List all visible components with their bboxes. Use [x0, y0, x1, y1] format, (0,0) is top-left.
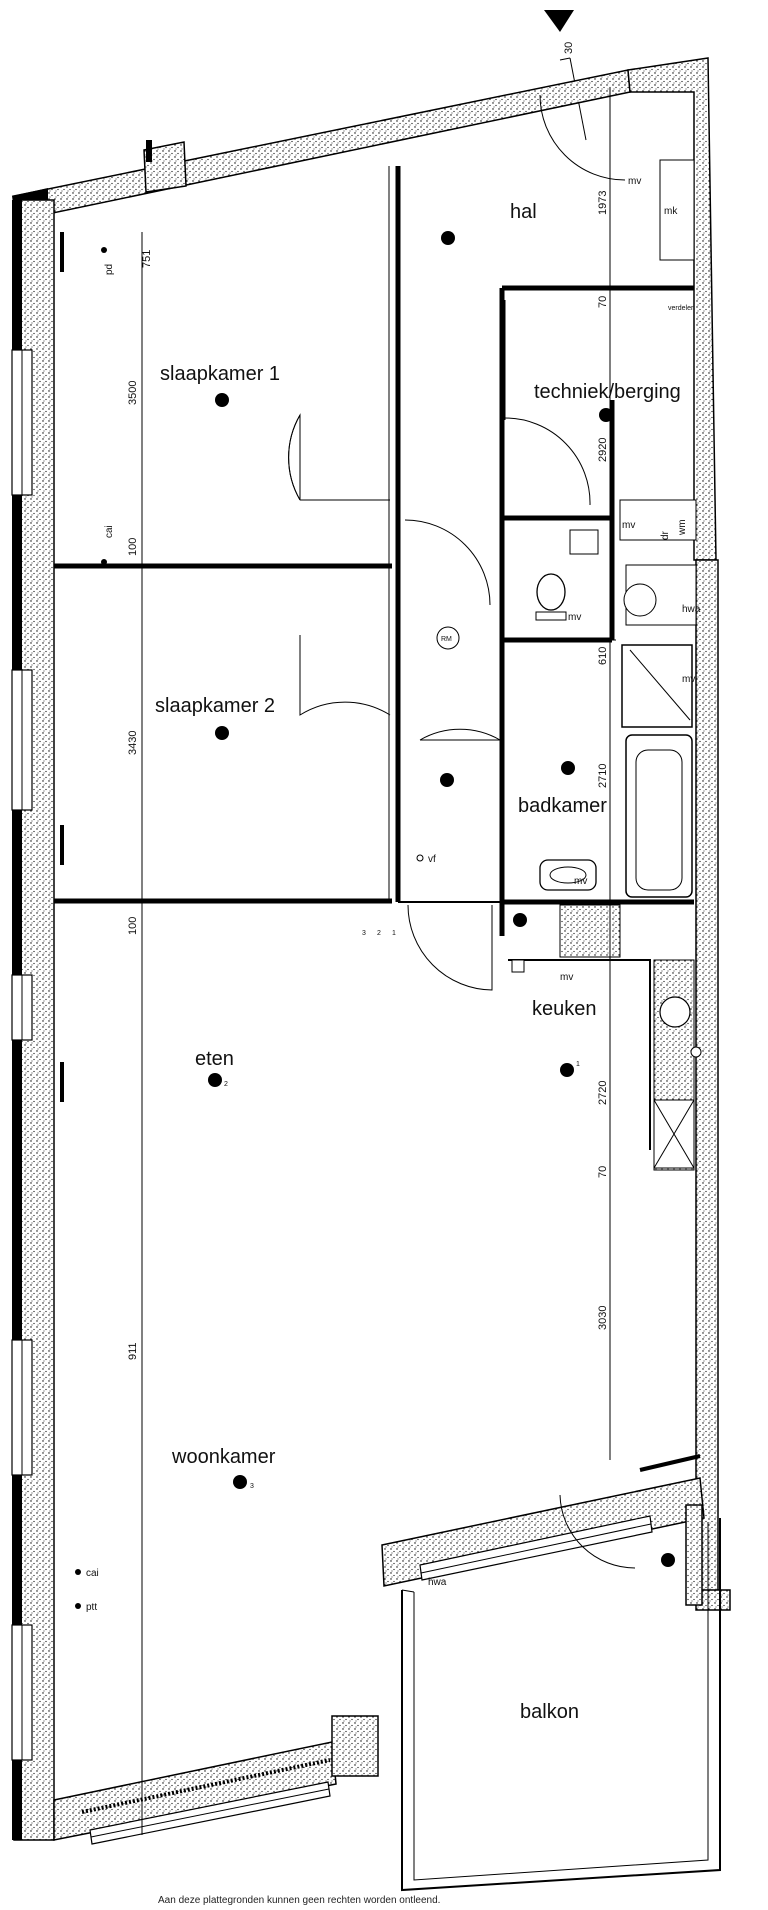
- dim-3430: 3430: [127, 731, 139, 755]
- label-cai-1: cai: [104, 525, 115, 538]
- room-woonkamer: woonkamer: [171, 1446, 276, 1468]
- dim-1973: 1973: [597, 191, 609, 215]
- windows-left: [11, 349, 33, 1761]
- label-hwa-2: hwa: [428, 1577, 447, 1588]
- switch-1: 1: [392, 930, 396, 937]
- room-hal: hal: [510, 201, 537, 223]
- exterior-wall-top: [11, 69, 631, 215]
- label-mv-1: mv: [628, 176, 641, 187]
- dim-2710: 2710: [597, 764, 609, 788]
- dim-751: 751: [141, 250, 153, 268]
- label-mv-5: mv: [574, 876, 587, 887]
- room-eten: eten: [195, 1048, 234, 1070]
- balcony: [401, 1518, 721, 1892]
- exterior-wall-right: [695, 559, 719, 1606]
- label-pd: pd: [104, 264, 115, 275]
- dim-911: 911: [127, 1342, 139, 1360]
- dim-610: 610: [597, 647, 609, 665]
- smoke-detector-label: RM: [441, 636, 452, 643]
- lamp-woonkamer-icon: [233, 1475, 247, 1489]
- lamp-number-1: 1: [576, 1061, 580, 1068]
- label-cai-2: cai: [86, 1568, 99, 1579]
- label-mv-6: mv: [560, 972, 573, 983]
- label-wm: wm: [677, 519, 688, 536]
- dim-100b: 100: [127, 917, 139, 935]
- dim-2920: 2920: [597, 438, 609, 462]
- dim-100a: 100: [127, 538, 139, 556]
- room-slaapkamer-2: slaapkamer 2: [155, 695, 275, 717]
- room-techniek-berging: techniek/berging: [534, 381, 681, 403]
- dim-3500: 3500: [127, 381, 139, 405]
- lamp-keuken-icon: [560, 1063, 574, 1077]
- north-arrow-icon: [544, 10, 574, 32]
- lamp-hal2-icon: [440, 773, 454, 787]
- north-arrow-label: 30: [563, 42, 575, 54]
- lamp-number-3: 3: [250, 1483, 254, 1490]
- lamp-balkon-icon: [661, 1553, 675, 1567]
- exterior-wall-bottom: [53, 1741, 337, 1841]
- label-mv-2: mv: [622, 520, 635, 531]
- switch-3: 3: [362, 930, 366, 937]
- lamp-hal-icon: [441, 231, 455, 245]
- dim-2720: 2720: [597, 1081, 609, 1105]
- dim-3030: 3030: [597, 1306, 609, 1330]
- lamp-badkamer-icon: [561, 761, 575, 775]
- room-badkamer: badkamer: [518, 795, 607, 817]
- label-mv-4: mv: [682, 674, 695, 685]
- label-mv-3: mv: [568, 612, 581, 623]
- dim-70b: 70: [597, 1166, 609, 1178]
- footer-disclaimer: Aan deze plattegronden kunnen geen recht…: [158, 1895, 440, 1906]
- room-balkon: balkon: [520, 1701, 579, 1723]
- label-verdeler: verdeler: [668, 305, 694, 312]
- label-vf: vf: [428, 854, 436, 865]
- dim-70a: 70: [597, 296, 609, 308]
- lamp-eten-icon: [208, 1073, 222, 1087]
- room-slaapkamer-1: slaapkamer 1: [160, 363, 280, 385]
- lamp-bath-icon: [513, 913, 527, 927]
- label-dr: dr: [660, 530, 671, 540]
- window-bottom: [81, 1758, 331, 1845]
- lamp-slaapkamer2-icon: [215, 726, 229, 740]
- lamp-techniek-icon: [599, 408, 613, 422]
- doors: [288, 94, 636, 1569]
- lamp-slaapkamer1-icon: [215, 393, 229, 407]
- label-mk: mk: [664, 206, 678, 217]
- switch-2: 2: [377, 930, 381, 937]
- label-hwa-1: hwa: [682, 604, 701, 615]
- lamp-number-2: 2: [224, 1081, 228, 1088]
- room-keuken: keuken: [532, 998, 597, 1020]
- dimension-lines: [136, 88, 616, 1835]
- label-ptt: ptt: [86, 1602, 97, 1613]
